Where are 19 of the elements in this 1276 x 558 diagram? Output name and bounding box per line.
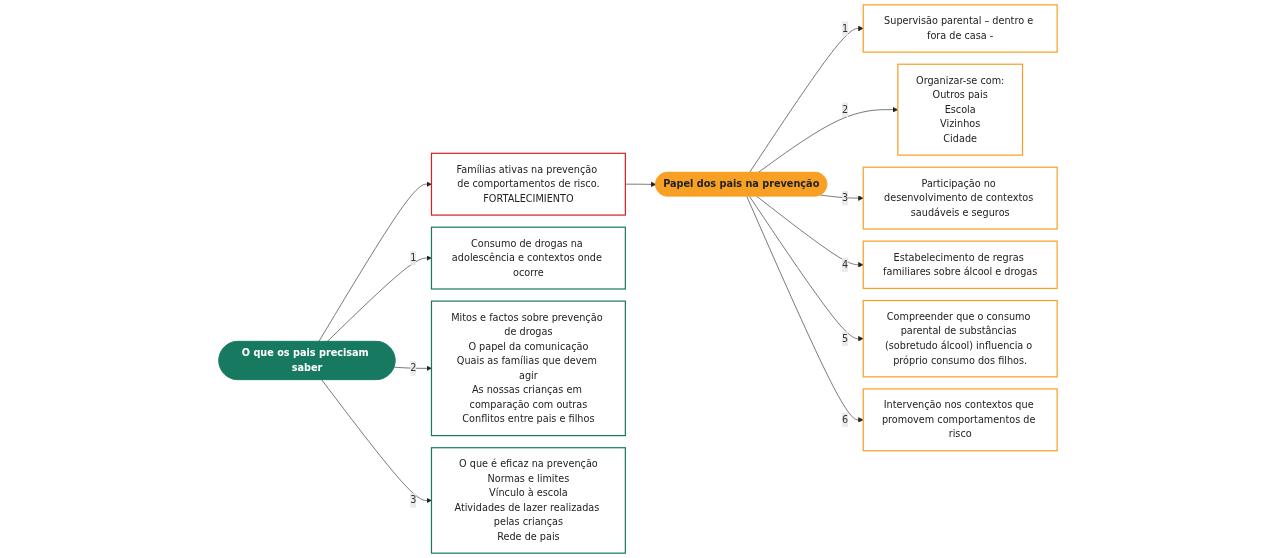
edge-label: 3 [841,192,849,204]
node-box: Consumo de drogas na adolescência e contextos onde ocorre [430,226,626,290]
node-box: Compreender que o consumo parental de substâncias (sobretudo álcool) influencia o próprio consumo dos filhos. [862,299,1058,378]
node-box: Organizar-se com: Outros pais Escola Vizinhos Cidade [897,63,1024,156]
edge-label: 2 [841,103,849,116]
edge-label: 1 [410,252,417,264]
node-box: Supervisão parental – dentro e fora de casa - [862,4,1058,53]
edge-label: 5 [841,332,849,345]
edge-label: 3 [410,494,417,506]
node-box: Intervenção nos contextos que promovem comportamentos de risco [862,388,1058,452]
edge-label: 1 [841,22,849,34]
node-box: Mitos e factos sobre prevenção de drogas O papel da comunicação Quais as famílias que devem agir As nossas crianças em comparação com outras Conflitos entre pais e filhos [430,300,626,437]
node-box: Participação no desenvolvimento de contextos saudáveis e seguros [862,166,1058,230]
node-box: Famílias ativas na prevenção de comportamentos de risco. FORTALECIMIENTO [430,152,626,216]
node-box: Estabelecimento de regras familiares sobre álcool e drogas [862,240,1058,289]
node-box: O que é eficaz na prevenção Normas e limites Vínculo à escola Atividades de lazer realizadas pelas crianças Rede de pais [430,447,626,554]
edge-label: 4 [841,258,849,271]
edge-label: 2 [410,362,417,374]
edge-label: 6 [841,413,849,426]
